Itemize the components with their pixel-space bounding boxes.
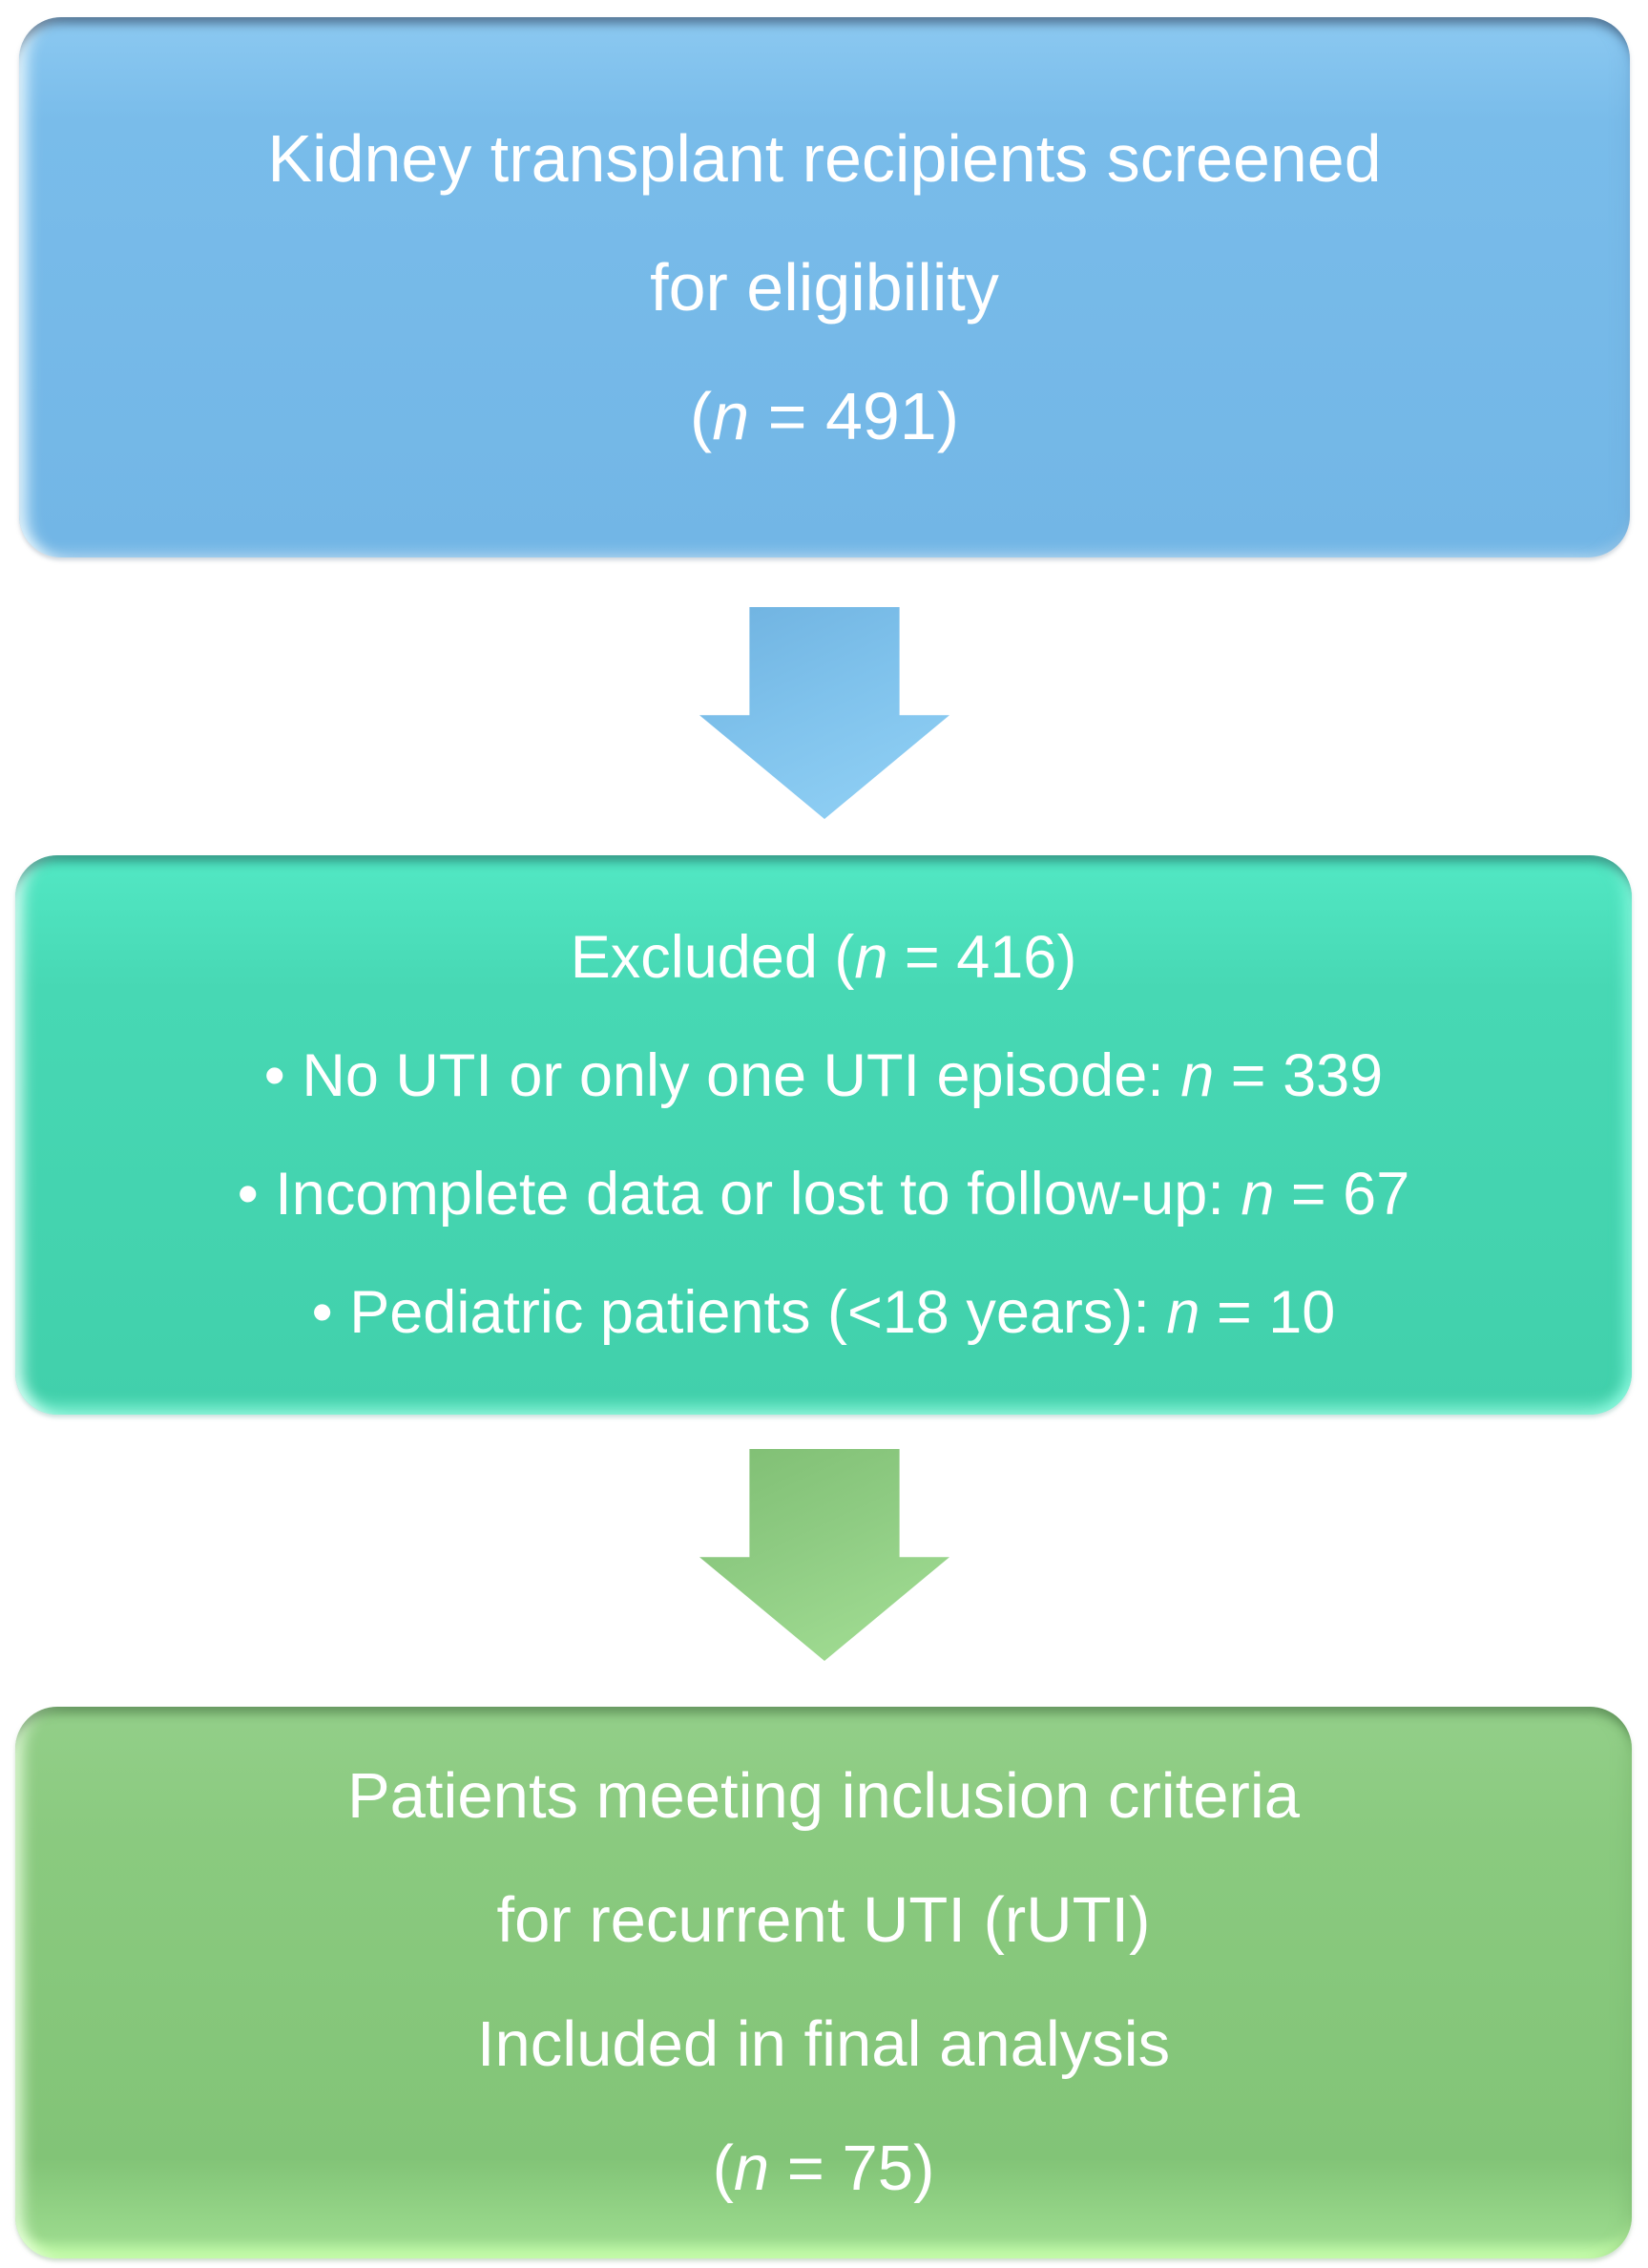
text-segment: = 416) bbox=[887, 924, 1077, 991]
text-segment: = 10 bbox=[1199, 1279, 1336, 1346]
down-arrow-2 bbox=[699, 1449, 949, 1661]
box-included: Patients meeting inclusion criteria for … bbox=[15, 1707, 1632, 2258]
text-segment: Kidney transplant recipients screened bbox=[267, 120, 1382, 196]
box-screened: Kidney transplant recipients screened fo… bbox=[19, 17, 1630, 557]
box-included-line-3: Included in final analysis bbox=[477, 1983, 1170, 2107]
text-segment: • Pediatric patients (<18 years): bbox=[311, 1279, 1167, 1346]
n-variable: n bbox=[712, 378, 750, 453]
box-screened-n-line: (n = 491) bbox=[690, 352, 959, 481]
down-arrow-1 bbox=[699, 607, 949, 819]
text-segment: = 491) bbox=[749, 378, 960, 453]
box-excluded: Excluded (n = 416) • No UTI or only one … bbox=[15, 855, 1632, 1415]
text-segment: = 67 bbox=[1274, 1161, 1410, 1228]
text-segment: ( bbox=[689, 378, 713, 453]
text-segment: Included in final analysis bbox=[476, 2008, 1171, 2080]
text-segment: Excluded ( bbox=[570, 924, 855, 991]
text-segment: = 339 bbox=[1214, 1042, 1384, 1109]
n-variable: n bbox=[1180, 1042, 1215, 1109]
box-excluded-bullet-2: • Incomplete data or lost to follow-up: … bbox=[238, 1135, 1410, 1253]
text-segment: = 75) bbox=[769, 2132, 935, 2204]
box-included-line-1: Patients meeting inclusion criteria bbox=[347, 1734, 1300, 1858]
box-excluded-bullet-3: • Pediatric patients (<18 years): n = 10 bbox=[312, 1253, 1336, 1372]
box-screened-line-2: for eligibility bbox=[650, 223, 999, 352]
n-variable: n bbox=[1166, 1279, 1200, 1346]
n-variable: n bbox=[1241, 1161, 1275, 1228]
box-excluded-header: Excluded (n = 416) bbox=[571, 898, 1077, 1017]
box-excluded-bullet-1: • No UTI or only one UTI episode: n = 33… bbox=[264, 1017, 1383, 1135]
box-included-n-line: (n = 75) bbox=[713, 2107, 935, 2231]
text-segment: • Incomplete data or lost to follow-up: bbox=[237, 1161, 1241, 1228]
text-segment: • No UTI or only one UTI episode: bbox=[263, 1042, 1181, 1109]
text-segment: for recurrent UTI (rUTI) bbox=[496, 1884, 1151, 1956]
box-included-line-2: for recurrent UTI (rUTI) bbox=[497, 1858, 1151, 1983]
text-segment: for eligibility bbox=[650, 249, 999, 325]
n-variable: n bbox=[733, 2132, 770, 2204]
box-screened-line-1: Kidney transplant recipients screened bbox=[267, 94, 1381, 223]
text-segment: ( bbox=[712, 2132, 734, 2204]
n-variable: n bbox=[854, 924, 888, 991]
text-segment: Patients meeting inclusion criteria bbox=[346, 1760, 1301, 1832]
